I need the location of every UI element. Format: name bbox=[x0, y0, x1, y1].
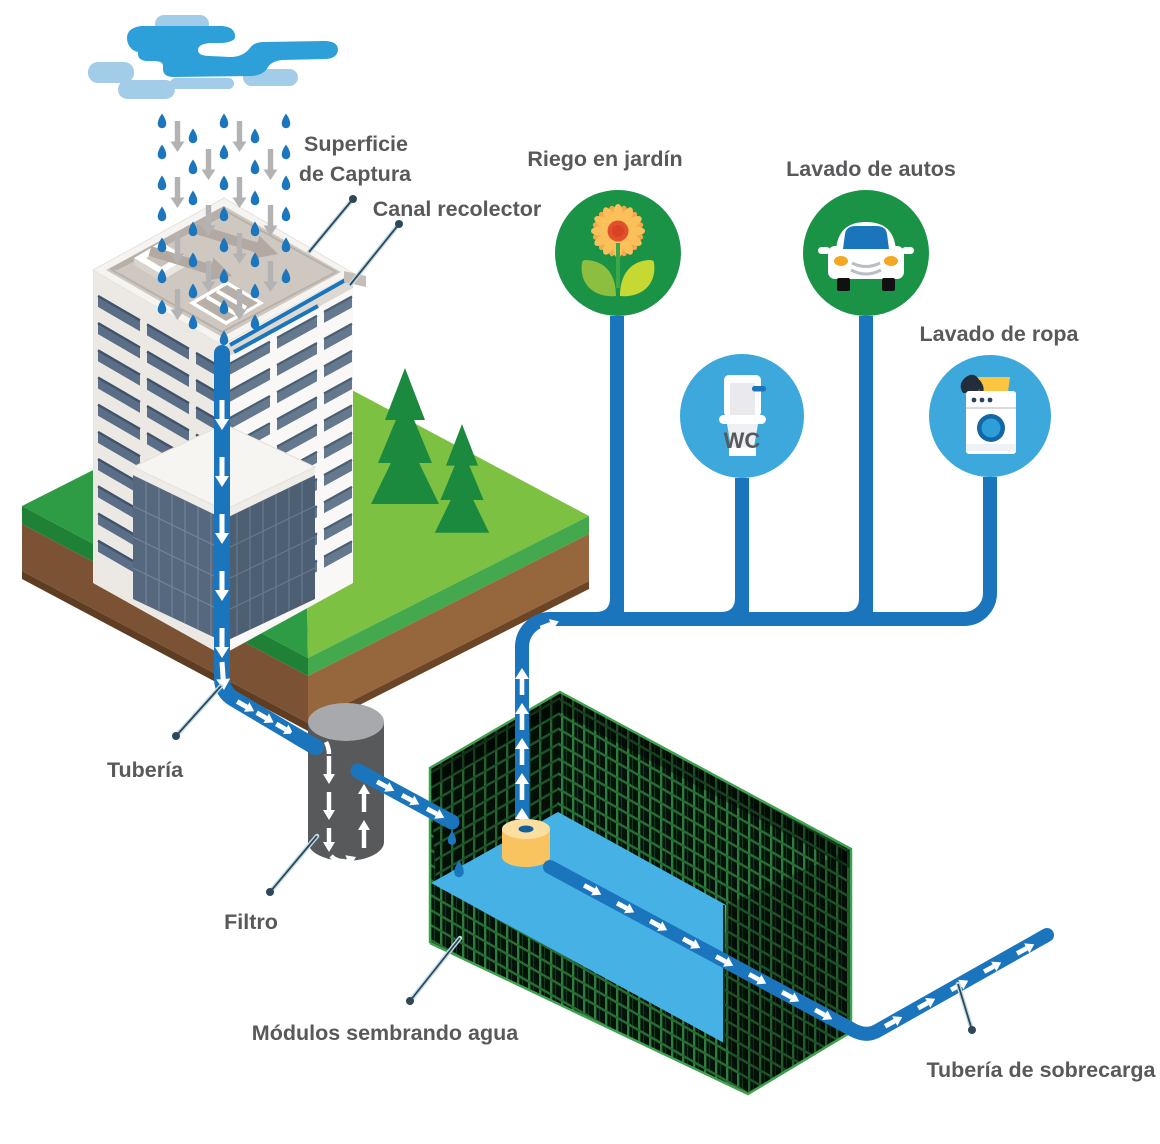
svg-text:Superficie: Superficie bbox=[304, 132, 408, 156]
svg-text:WC: WC bbox=[724, 428, 761, 453]
svg-text:Módulos sembrando agua: Módulos sembrando agua bbox=[252, 1021, 519, 1045]
svg-text:Tubería de sobrecarga: Tubería de sobrecarga bbox=[926, 1058, 1156, 1082]
svg-text:de Captura: de Captura bbox=[299, 162, 412, 186]
svg-text:Filtro: Filtro bbox=[224, 910, 278, 934]
svg-text:Lavado de autos: Lavado de autos bbox=[786, 157, 956, 181]
svg-text:Riego en jardín: Riego en jardín bbox=[527, 147, 682, 171]
svg-text:Tubería: Tubería bbox=[107, 758, 184, 782]
svg-text:Canal recolector: Canal recolector bbox=[373, 197, 542, 221]
svg-text:Lavado de ropa: Lavado de ropa bbox=[920, 322, 1080, 346]
